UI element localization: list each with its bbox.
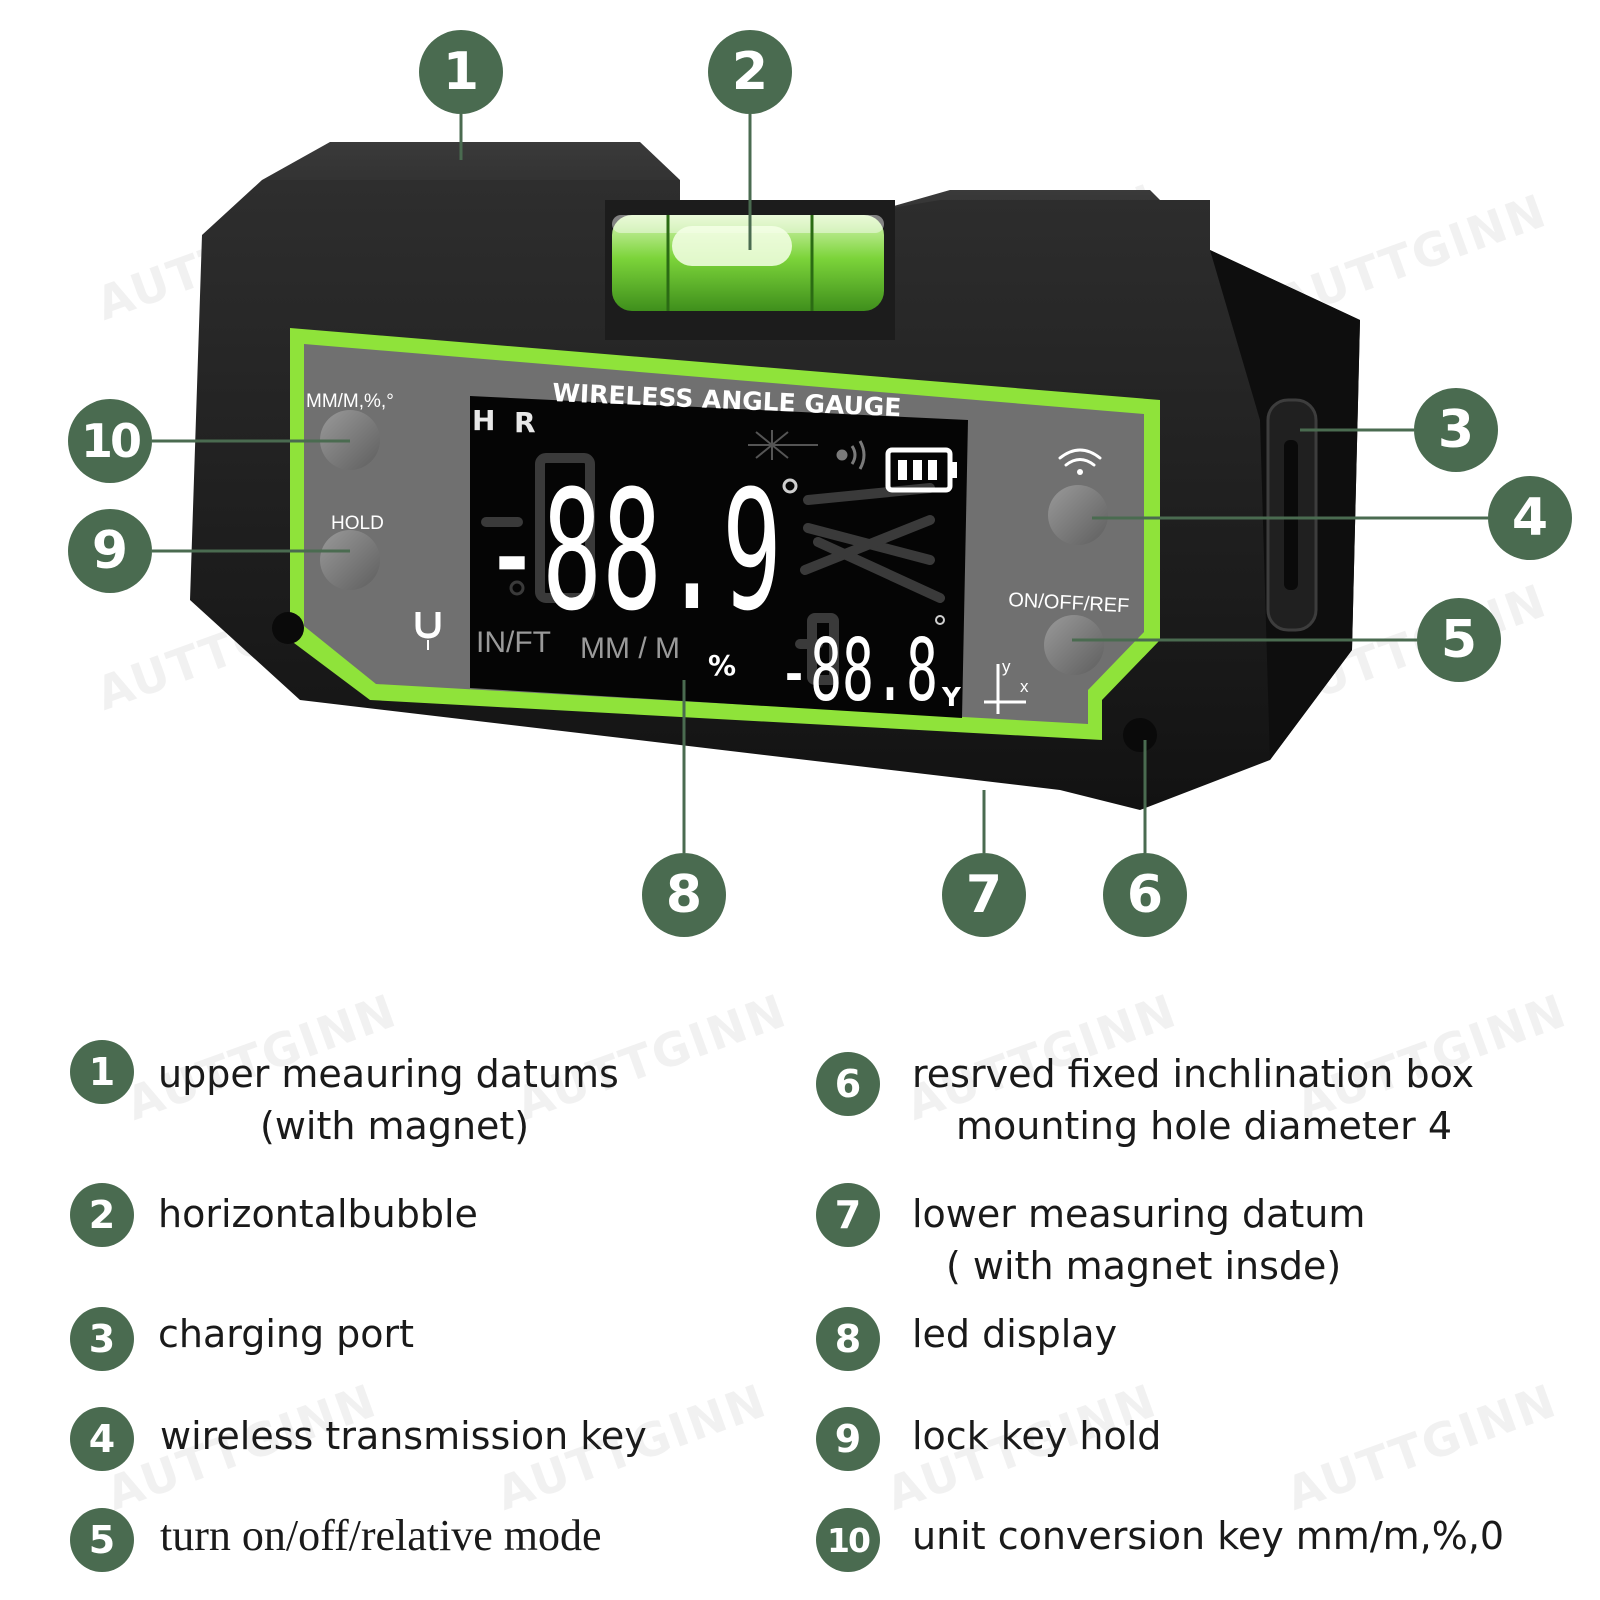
legend-item-6-line-1: resrved fixed inchlination box <box>912 1052 1475 1096</box>
legend-number: 9 <box>816 1407 880 1471</box>
legend-item-2-line-1: horizontalbubble <box>158 1192 478 1236</box>
display-unit-infft: IN/FT <box>476 626 551 659</box>
legend-number: 1 <box>70 1040 134 1104</box>
legend-number: 3 <box>70 1307 134 1371</box>
display-main-value: -88.9 <box>482 455 782 647</box>
legend-item-3-line-1: charging port <box>158 1312 415 1356</box>
axis-icon <box>984 664 1026 714</box>
callout-7: 7 <box>942 853 1026 937</box>
legend-item-8-line-1: led display <box>912 1312 1118 1356</box>
wireless-button[interactable] <box>1048 485 1108 545</box>
callout-2: 2 <box>708 30 792 114</box>
watermark: AUTTGINN <box>1279 1373 1564 1521</box>
legend-item-9-line-1: lock key hold <box>912 1414 1162 1458</box>
legend-item-7-line-1: lower measuring datum <box>912 1192 1366 1236</box>
display-mode-r: R <box>514 406 536 439</box>
angle-gauge-device: WIRELESS ANGLE GAUGE MM/M,%,° HOLD ON/OF… <box>152 114 1488 853</box>
on-off-ref-button[interactable] <box>1044 615 1104 675</box>
axis-y-label: y <box>1002 657 1011 676</box>
hold-button[interactable] <box>320 530 380 590</box>
callout-4: 4 <box>1488 476 1572 560</box>
legend-item-5-line-1: turn on/off/relative mode <box>160 1511 602 1560</box>
display-axis-label: Y <box>941 683 962 713</box>
callout-3: 3 <box>1414 388 1498 472</box>
callout-10: 10 <box>68 399 152 483</box>
axis-x-label: x <box>1020 677 1029 696</box>
display-unit-percent: % <box>708 649 736 682</box>
legend-number: 7 <box>816 1183 880 1247</box>
unit-button-label: MM/M,%,° <box>306 391 394 412</box>
legend-number: 8 <box>816 1307 880 1371</box>
legend-number: 4 <box>70 1407 134 1471</box>
legend-number: 6 <box>816 1052 880 1116</box>
legend-number: 5 <box>70 1508 134 1572</box>
mounting-hole-right <box>1123 718 1157 752</box>
callout-5: 5 <box>1417 598 1501 682</box>
callout-9: 9 <box>68 509 152 593</box>
signal-icon <box>836 440 866 470</box>
bubble <box>672 226 792 266</box>
charging-port-slot <box>1284 440 1298 590</box>
mounting-hole-left <box>272 612 304 644</box>
legend-item-4-line-1: wireless transmission key <box>160 1414 647 1458</box>
legend-item-1-line-1: upper meauring datums <box>158 1052 619 1096</box>
legend-item-6-line-2: mounting hole diameter 4 <box>956 1104 1453 1148</box>
callout-1: 1 <box>419 30 503 114</box>
callout-6: 6 <box>1103 853 1187 937</box>
legend-item-7-line-2: ( with magnet insde) <box>946 1244 1342 1288</box>
magnet-icon <box>415 612 441 650</box>
display-secondary-value: -88.8 <box>778 621 938 721</box>
battery-icon <box>885 447 957 493</box>
hold-button-label: HOLD <box>331 513 384 534</box>
legend-number: 10 <box>816 1508 880 1572</box>
laser-icon <box>748 430 818 460</box>
legend-item-10-line-1: unit conversion key mm/m,%,0 <box>912 1514 1505 1558</box>
legend-number: 2 <box>70 1183 134 1247</box>
wifi-icon <box>1058 448 1102 475</box>
display-unit-mmm: MM / M <box>580 632 680 665</box>
display-mode-h: H <box>472 404 495 437</box>
legend-item-1-line-2: (with magnet) <box>260 1104 530 1148</box>
callout-8: 8 <box>642 853 726 937</box>
leader-lines <box>152 114 1488 853</box>
